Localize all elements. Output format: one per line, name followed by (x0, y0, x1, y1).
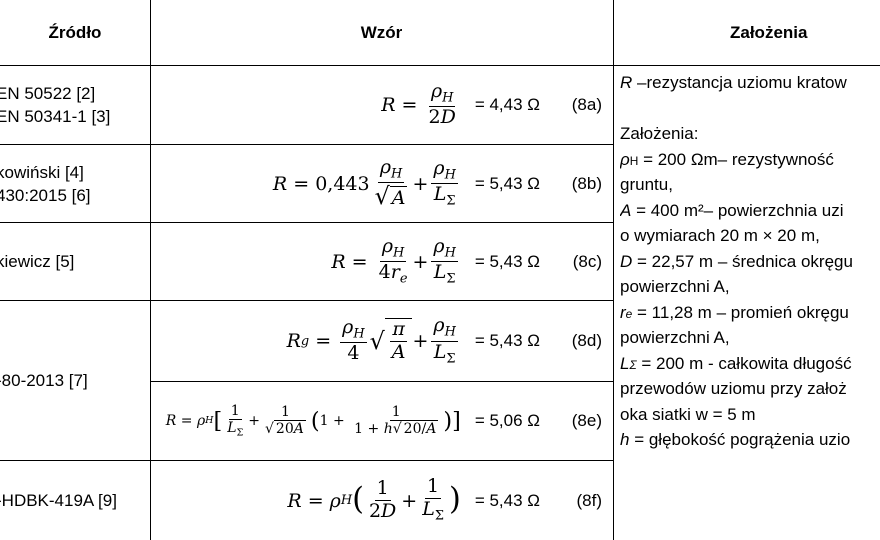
assumption-line: Założenia: (620, 124, 699, 143)
assumption-line: ρH = 200 Ωm– rezystywność (620, 149, 834, 169)
source-line: EN 50522 [2] (0, 84, 96, 103)
row-divider (150, 381, 613, 382)
formula-value: = 5,43 Ω (474, 490, 540, 510)
formula-value: = 5,43 Ω (474, 331, 540, 350)
assumption-line: powierzchni A, (620, 328, 730, 347)
column-divider (150, 0, 151, 540)
assumption-line: R –rezystancja uziomu kratow (620, 73, 847, 92)
source-cell: EN 50522 [2] EN 50341-1 [3] (0, 66, 149, 144)
source-line: -HDBK-419A [9] (0, 491, 117, 510)
formula-value: = 5,06 Ω (474, 411, 540, 430)
row-divider (0, 300, 613, 301)
source-line: kiewicz [5] (0, 252, 75, 271)
assumption-line: gruntu, (620, 175, 673, 194)
source-cell: -HDBK-419A [9] (0, 461, 149, 540)
assumption-line: A = 400 m²– powierzchnia uzi (620, 200, 844, 220)
source-line: kowiński [4] (0, 162, 84, 182)
source-cell: -80-2013 [7] (0, 301, 149, 460)
assumption-line: LΣ = 200 m - całkowita długość (620, 353, 852, 373)
row-divider (0, 65, 880, 66)
formula-coefficient: 0,443 (315, 172, 370, 195)
formula-value: = 4,43 Ω (474, 95, 540, 114)
column-divider (613, 0, 614, 540)
formula-label: (8b) (571, 173, 602, 193)
source-cell: kowiński [4] 430:2015 [6] (0, 145, 149, 222)
source-line: -80-2013 [7] (0, 371, 88, 390)
header-assumptions: Założenia (730, 22, 808, 42)
formula-value: = 5,43 Ω (474, 173, 540, 193)
row-divider (0, 222, 613, 223)
source-line: EN 50341-1 [3] (0, 107, 111, 126)
assumption-line: przewodów uziomu przy założ (620, 379, 847, 398)
row-divider (0, 144, 613, 145)
header-source: Źródło (48, 22, 102, 42)
row-divider (0, 460, 613, 461)
assumption-line: oka siatki w = 5 m (620, 404, 756, 424)
formula-value: = 5,43 Ω (474, 251, 540, 271)
formula-label: (8a) (571, 95, 602, 114)
assumption-line: re = 11,28 m – promień okręgu (620, 302, 849, 322)
formula-label: (8f) (576, 490, 603, 510)
assumption-line: h = głębokość pogrążenia uzio (620, 430, 851, 449)
assumption-line: powierzchni A, (620, 277, 730, 296)
header-formula: Wzór (360, 22, 403, 42)
assumption-line: o wymiarach 20 m × 20 m, (620, 226, 820, 245)
assumptions-cell: R –rezystancja uziomu kratow Założenia: … (620, 70, 880, 453)
assumption-spacer (620, 96, 880, 122)
formula-label: (8c) (572, 251, 602, 271)
source-cell: kiewicz [5] (0, 223, 149, 300)
assumption-line: D = 22,57 m – średnica okręgu (620, 251, 853, 271)
source-line: 430:2015 [6] (0, 185, 91, 205)
formula-label: (8d) (571, 331, 602, 350)
formula-label: (8e) (571, 411, 602, 430)
